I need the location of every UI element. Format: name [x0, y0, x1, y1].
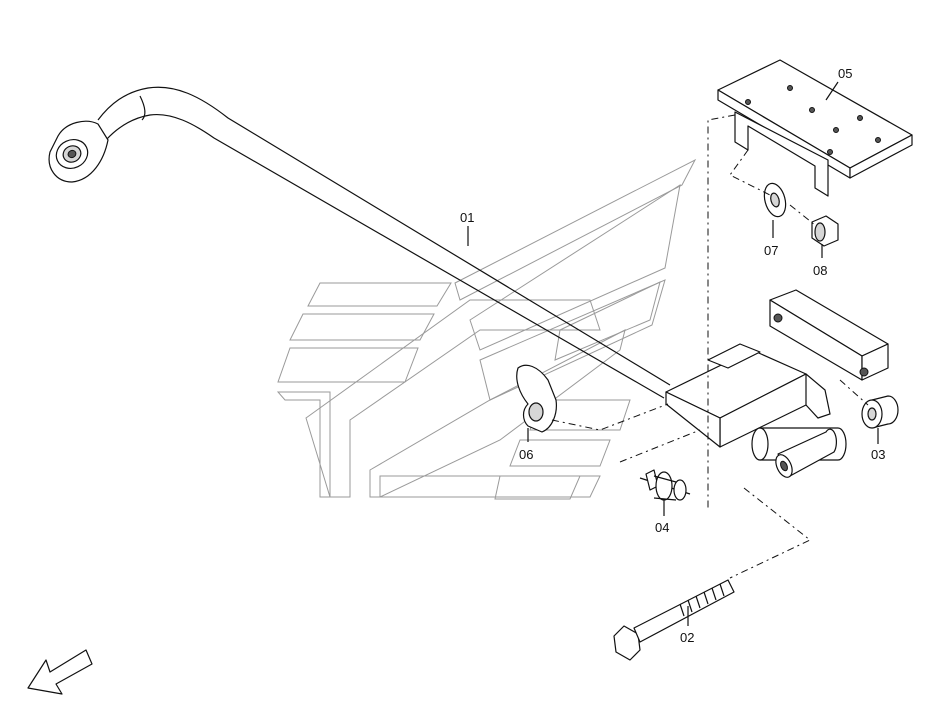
part-label-05: 05 [838, 66, 852, 81]
cross-bracket-part [769, 289, 889, 381]
mounting-plate-part [717, 59, 913, 197]
stabilizer-bar-part [48, 86, 671, 399]
logo-watermark-icon [276, 158, 697, 500]
part-label-04: 04 [655, 520, 669, 535]
clamp-part [516, 364, 557, 433]
part-label-06: 06 [519, 447, 533, 462]
part-label-02: 02 [680, 630, 694, 645]
nut-part [811, 215, 839, 247]
leader-lines [467, 81, 879, 626]
direction-arrow-icon [27, 649, 93, 695]
bolt-part [613, 579, 735, 661]
assembly-lines [551, 114, 869, 579]
rubber-mount-part [639, 469, 691, 501]
bushing-part [861, 395, 899, 429]
part-label-01: 01 [460, 210, 474, 225]
washer-part [763, 182, 787, 218]
part-label-08: 08 [813, 263, 827, 278]
bracket-assembly [665, 343, 847, 478]
part-label-07: 07 [764, 243, 778, 258]
part-label-03: 03 [871, 447, 885, 462]
